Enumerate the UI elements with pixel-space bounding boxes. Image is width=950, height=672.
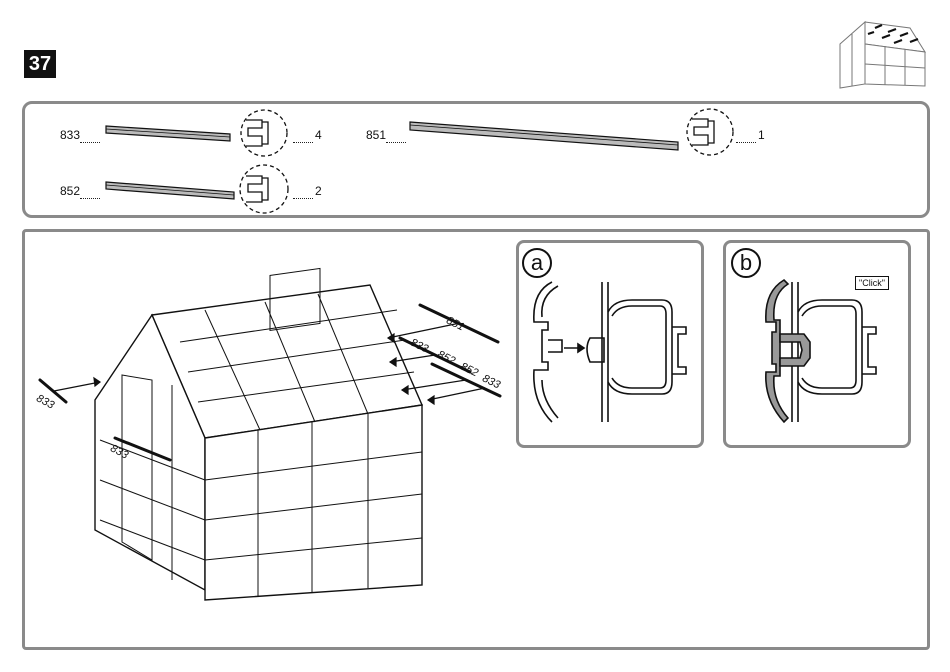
leader-dots bbox=[293, 142, 313, 143]
detail-b-profile-illustration bbox=[728, 272, 908, 432]
profile-851 bbox=[408, 120, 683, 154]
leader-dots bbox=[386, 142, 406, 143]
profile-end-detail-852 bbox=[238, 162, 294, 216]
part-code-851: 851 bbox=[366, 128, 386, 142]
part-code-852: 852 bbox=[60, 184, 80, 198]
part-quantity-833: 4 bbox=[315, 128, 322, 142]
part-quantity-851: 1 bbox=[758, 128, 765, 142]
profile-end-detail-833 bbox=[238, 108, 294, 158]
step-number-badge: 37 bbox=[24, 50, 56, 78]
leader-dots bbox=[80, 142, 100, 143]
profile-852 bbox=[104, 180, 238, 202]
profile-placement-arrows bbox=[30, 300, 510, 480]
part-quantity-852: 2 bbox=[315, 184, 322, 198]
greenhouse-thumbnail-icon bbox=[830, 14, 930, 92]
leader-dots bbox=[80, 198, 100, 199]
leader-dots bbox=[293, 198, 313, 199]
leader-dots bbox=[736, 142, 756, 143]
profile-833 bbox=[104, 124, 234, 146]
profile-end-detail-851 bbox=[684, 106, 740, 158]
detail-a-profile-illustration bbox=[522, 272, 702, 432]
part-code-833: 833 bbox=[60, 128, 80, 142]
